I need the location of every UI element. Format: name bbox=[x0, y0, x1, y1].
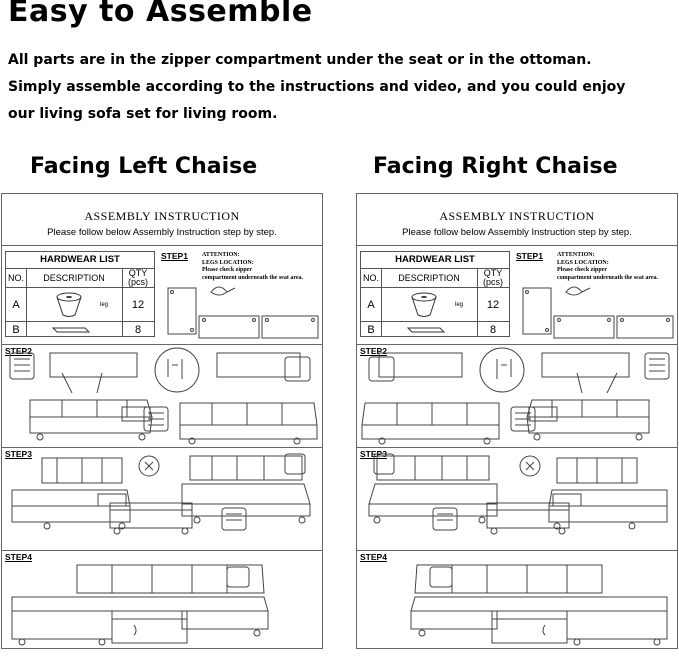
step2-label: STEP2 bbox=[5, 346, 32, 356]
step3-sofa-illustration bbox=[2, 448, 322, 548]
step4-section: STEP4 bbox=[357, 550, 677, 649]
step1-attention-note: ATTENTION:LEGS LOCATION: Please check zi… bbox=[202, 252, 304, 281]
heading-left-chaise: Facing Left Chaise bbox=[30, 154, 258, 179]
step1-label: STEP1 bbox=[161, 251, 188, 261]
instruction-sheet-left: ASSEMBLY INSTRUCTION Please follow below… bbox=[1, 193, 323, 649]
instruction-sheet-right: ASSEMBLY INSTRUCTION Please follow below… bbox=[356, 193, 678, 649]
step2-label: STEP2 bbox=[360, 346, 387, 356]
row-b-no: B bbox=[367, 324, 375, 336]
heading-right-chaise: Facing Right Chaise bbox=[373, 154, 618, 179]
step4-label: STEP4 bbox=[5, 552, 32, 562]
intro-line-2: Simply assemble according to the instruc… bbox=[8, 79, 626, 95]
hardware-list-table: HARDWEAR LIST NO. DESCRIPTION QTY (pcs) … bbox=[5, 251, 155, 337]
row-a-desc-label: leg bbox=[454, 301, 463, 308]
bracket-part-icon bbox=[406, 326, 446, 334]
step3-section: STEP3 bbox=[357, 447, 677, 550]
col-qty-header: QTY (pcs) bbox=[128, 267, 148, 287]
step1-section: STEP1 ATTENTION:LEGS LOCATION: Please ch… bbox=[159, 248, 321, 340]
step3-label: STEP3 bbox=[360, 449, 387, 459]
col-desc-header: DESCRIPTION bbox=[43, 272, 105, 283]
leg-part-icon bbox=[409, 291, 439, 319]
step1-attention-note: ATTENTION:LEGS LOCATION: Please check zi… bbox=[557, 252, 659, 281]
step2-section: STEP2 bbox=[357, 344, 677, 447]
step1-parts-illustration bbox=[159, 248, 321, 340]
instruction-subtitle: Please follow below Assembly Instruction… bbox=[402, 227, 632, 238]
row-a-no: A bbox=[12, 298, 20, 311]
step1-label: STEP1 bbox=[516, 251, 543, 261]
step3-label: STEP3 bbox=[5, 449, 32, 459]
page-title: Easy to Assemble bbox=[8, 0, 313, 29]
instruction-header: ASSEMBLY INSTRUCTION Please follow below… bbox=[2, 194, 322, 246]
step4-sofa-illustration bbox=[2, 551, 322, 649]
step2-sofa-illustration bbox=[357, 345, 677, 445]
row-a-no: A bbox=[367, 298, 375, 311]
row-a-qty: 12 bbox=[131, 298, 145, 311]
intro-line-3: our living sofa set for living room. bbox=[8, 106, 278, 122]
step1-parts-illustration bbox=[514, 248, 676, 340]
step2-sofa-illustration bbox=[2, 345, 322, 445]
leg-part-icon bbox=[54, 291, 84, 319]
row-b-qty: 8 bbox=[489, 324, 497, 336]
step2-section: STEP2 bbox=[2, 344, 322, 447]
hardware-list-table: HARDWEAR LIST NO. DESCRIPTION QTY (pcs) … bbox=[360, 251, 510, 337]
step4-label: STEP4 bbox=[360, 552, 387, 562]
bracket-part-icon bbox=[51, 326, 91, 334]
col-no-header: NO. bbox=[362, 272, 379, 283]
row-b-qty: 8 bbox=[134, 324, 142, 336]
step3-section: STEP3 bbox=[2, 447, 322, 550]
col-no-header: NO. bbox=[7, 272, 24, 283]
col-desc-header: DESCRIPTION bbox=[398, 272, 460, 283]
instruction-title: ASSEMBLY INSTRUCTION bbox=[439, 209, 595, 223]
instruction-header: ASSEMBLY INSTRUCTION Please follow below… bbox=[357, 194, 677, 246]
row-a-desc-label: leg bbox=[99, 301, 108, 308]
step1-section: STEP1 ATTENTION:LEGS LOCATION: Please ch… bbox=[514, 248, 676, 340]
instruction-title: ASSEMBLY INSTRUCTION bbox=[84, 209, 240, 223]
row-a-qty: 12 bbox=[486, 298, 500, 311]
intro-line-1: All parts are in the zipper compartment … bbox=[8, 52, 592, 68]
row-b-no: B bbox=[12, 324, 20, 336]
col-qty-header: QTY (pcs) bbox=[483, 267, 503, 287]
step4-section: STEP4 bbox=[2, 550, 322, 649]
hardware-list-caption: HARDWEAR LIST bbox=[361, 252, 509, 269]
hardware-list-caption: HARDWEAR LIST bbox=[6, 252, 154, 269]
instruction-subtitle: Please follow below Assembly Instruction… bbox=[47, 227, 277, 238]
step3-sofa-illustration bbox=[357, 448, 677, 548]
step4-sofa-illustration bbox=[357, 551, 677, 649]
